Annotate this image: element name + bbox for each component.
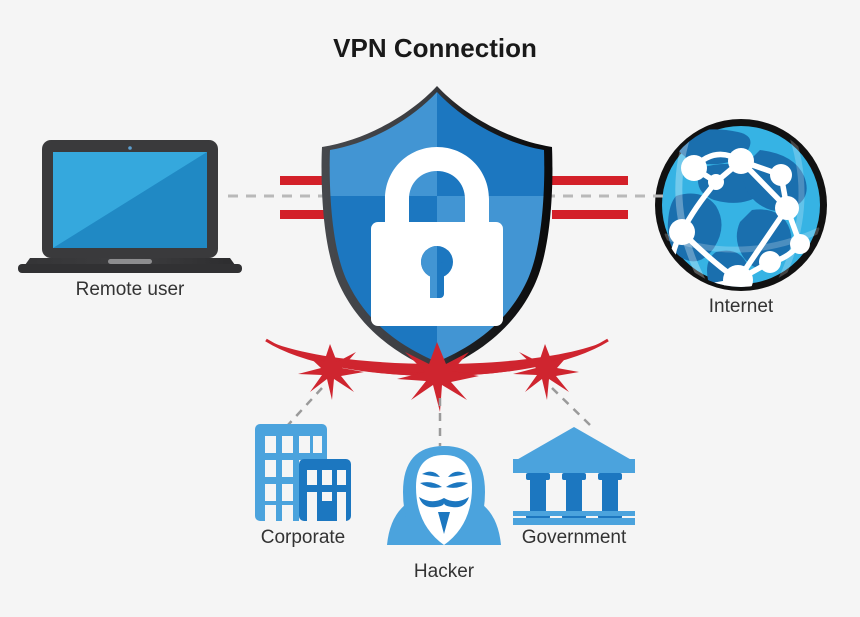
tunnel-bar-right-top xyxy=(552,176,628,185)
label-internet: Internet xyxy=(708,296,774,317)
laptop-icon xyxy=(18,140,242,273)
page-title: VPN Connection xyxy=(333,33,537,63)
blocked-attack-barrier xyxy=(265,338,609,412)
label-government: Government xyxy=(521,527,627,548)
label-hacker: Hacker xyxy=(413,561,475,582)
government-building-icon xyxy=(513,427,635,525)
globe-network-icon xyxy=(655,119,827,291)
tunnel-bar-left-top xyxy=(280,176,354,185)
shield-lock-icon xyxy=(321,86,553,372)
encrypted-vpn-tunnel xyxy=(228,176,664,219)
label-corporate: Corporate xyxy=(260,527,346,548)
attack-line-government xyxy=(551,387,591,426)
hacker-mask-icon xyxy=(387,446,501,545)
impact-burst-left xyxy=(298,344,364,400)
attack-line-corporate xyxy=(287,387,323,426)
tunnel-bar-left-bottom xyxy=(280,210,354,219)
impact-burst-center xyxy=(397,342,479,412)
impact-burst-right xyxy=(513,344,579,400)
padlock-icon xyxy=(371,147,503,326)
office-buildings-icon xyxy=(255,424,351,521)
tunnel-bar-right-bottom xyxy=(552,210,628,219)
label-remote-user: Remote user xyxy=(75,279,185,300)
